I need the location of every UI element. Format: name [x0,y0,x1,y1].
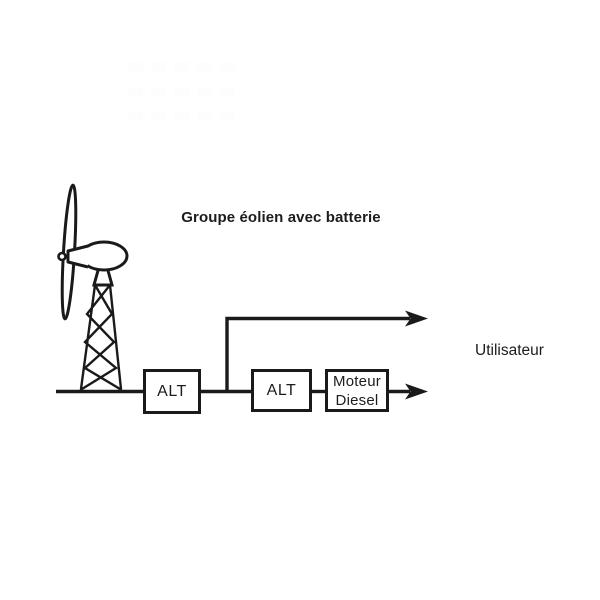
alt1-box [143,369,201,414]
right-arrow-icon-top [405,310,428,327]
diagram-title: Groupe éolien avec batterie [181,209,381,226]
moteur-diesel-label: Moteur Diesel [325,369,389,412]
turbine-nose [66,244,89,269]
alt2-label: ALT [266,381,297,399]
faint-watermark-artifact [128,62,235,121]
utilisateur-label: Utilisateur [475,342,544,359]
moteur-diesel-box [325,369,389,412]
moteur-label-line1: Moteur [333,372,381,390]
turbine-hub [57,251,67,262]
connector-lines [56,310,428,400]
turbine-tower-lattice [79,283,123,391]
alt1-label: ALT [157,382,187,400]
wind-turbine-icon [57,183,129,391]
moteur-label-line2: Diesel [335,391,379,409]
alt2-box [251,369,312,412]
right-arrow-icon-bottom [405,383,428,400]
branch-line-to-user [225,316,410,392]
component-boxes [143,369,389,414]
